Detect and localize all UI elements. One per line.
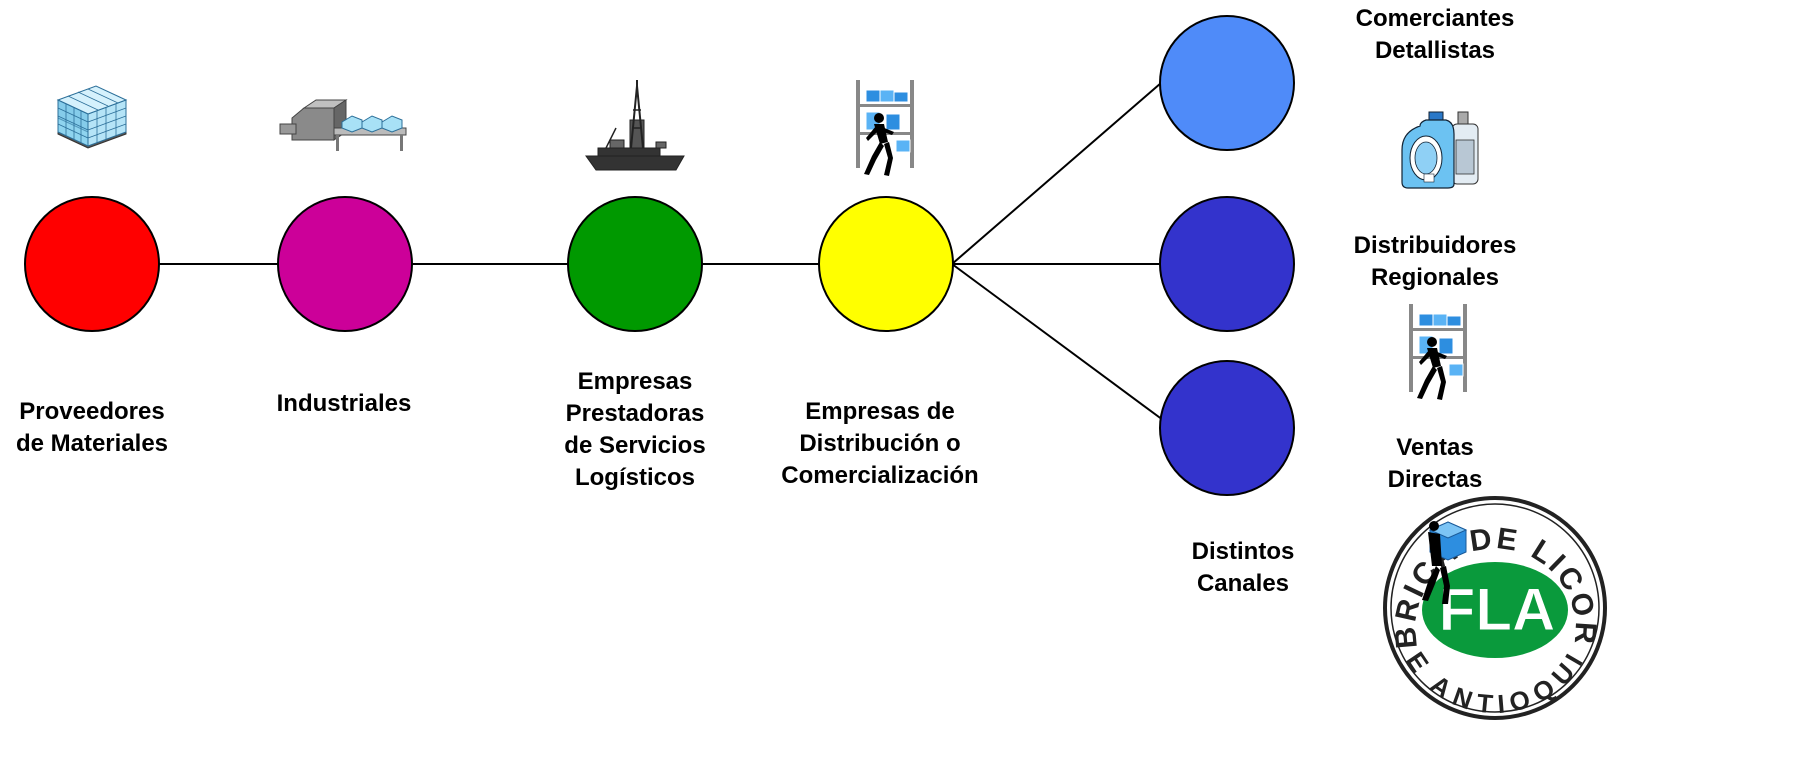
label-distribucion: Empresas de Distribución o Comercializac… xyxy=(781,398,979,489)
label-logisticos: Empresas Prestadoras de Servicios Logíst… xyxy=(564,368,706,491)
box-carrier-icon xyxy=(1422,521,1468,604)
node-logisticos xyxy=(567,196,703,332)
node-detallistas xyxy=(1159,15,1295,151)
label-regionales: Distribuidores Regionales xyxy=(1353,232,1517,291)
bottles-icon xyxy=(1401,111,1479,189)
node-regionales xyxy=(1159,196,1295,332)
svg-text:DE ANTIOQUIA: DE ANTIOQUIA xyxy=(0,0,1587,719)
cargo-ship-icon xyxy=(585,80,685,171)
connector-lines xyxy=(158,82,1164,421)
label-directas: Ventas Directas xyxy=(1387,434,1483,493)
fla-logo: FABRICA DE LICORES DE ANTIOQUIA FLA xyxy=(0,0,1607,720)
node-proveedores xyxy=(24,196,160,332)
node-industriales xyxy=(277,196,413,332)
logo-monogram: FLA xyxy=(1439,576,1556,643)
connector-distribucion-directas xyxy=(951,263,1164,421)
logo-top-text: FABRICA DE LICORES xyxy=(0,0,1599,650)
warehouse-worker-icon xyxy=(856,80,914,176)
warehouse-worker-icon-regionales xyxy=(1409,304,1467,400)
connector-distribucion-detallistas xyxy=(951,82,1162,265)
node-distribucion xyxy=(818,196,954,332)
svg-text:FABRICA DE LICORES: FABRICA DE LICORES xyxy=(0,0,1599,650)
label-detallistas: Comerciantes Detallistas xyxy=(1355,5,1515,64)
label-industriales: Industriales xyxy=(276,390,412,417)
conveyor-machine-icon xyxy=(279,99,407,151)
label-canales: Distintos Canales xyxy=(1191,538,1295,597)
node-directas xyxy=(1159,360,1295,496)
logo-bottom-text: DE ANTIOQUIA xyxy=(0,0,1587,719)
label-proveedores: Proveedores de Materiales xyxy=(15,398,169,457)
pallet-boxes-icon xyxy=(56,85,128,149)
